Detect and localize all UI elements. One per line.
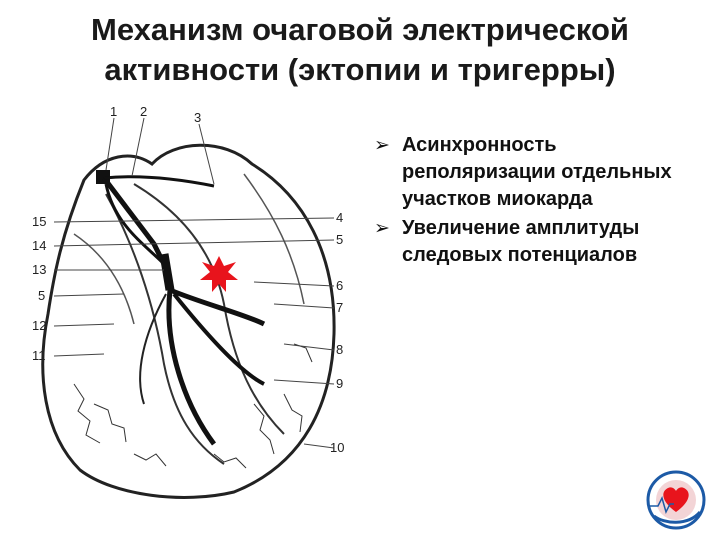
label-left-15: 15 xyxy=(32,214,46,229)
bullet-text: Увеличение амплитуды следовых потенциало… xyxy=(402,217,640,266)
arrow-bullet-icon: ➢ xyxy=(374,135,390,156)
label-left-11: 11 xyxy=(32,348,46,363)
arrow-bullet-icon: ➢ xyxy=(374,218,390,239)
label-right-8: 8 xyxy=(336,342,343,357)
left-bundle-branch xyxy=(169,287,266,327)
purkinje-network xyxy=(73,343,313,469)
label-left-12: 12 xyxy=(32,318,46,333)
label-right-4: 4 xyxy=(336,210,343,225)
heart-conduction-diagram: 1 2 3 15 14 13 5 12 11 4 5 6 7 8 9 10 xyxy=(14,104,364,504)
label-right-9: 9 xyxy=(336,376,343,391)
label-left-13: 13 xyxy=(32,262,46,277)
bundle-of-his xyxy=(159,253,175,291)
slide-title: Механизм очаговой электрической активнос… xyxy=(91,12,629,87)
label-right-10: 10 xyxy=(330,440,344,455)
right-bundle-branch xyxy=(166,289,217,446)
heart-logo-icon xyxy=(640,468,712,532)
bullet-item: ➢ Асинхронность реполяризации отдельных … xyxy=(372,132,702,213)
label-right-7: 7 xyxy=(336,300,343,315)
label-left-5: 5 xyxy=(38,288,45,303)
heart-outline xyxy=(41,143,336,499)
label-left-14: 14 xyxy=(32,238,46,253)
label-top-3: 3 xyxy=(194,110,201,125)
ectopic-focus-icon xyxy=(200,256,238,292)
label-top-2: 2 xyxy=(140,104,147,119)
septum-left xyxy=(105,193,225,465)
label-right-6: 6 xyxy=(336,278,343,293)
septum-right xyxy=(133,183,285,435)
label-right-5: 5 xyxy=(336,232,343,247)
label-top-1: 1 xyxy=(110,104,117,119)
bullet-list: ➢ Асинхронность реполяризации отдельных … xyxy=(372,132,702,271)
bullet-text: Асинхронность реполяризации отдельных уч… xyxy=(402,134,672,210)
bullet-item: ➢ Увеличение амплитуды следовых потенциа… xyxy=(372,215,702,269)
